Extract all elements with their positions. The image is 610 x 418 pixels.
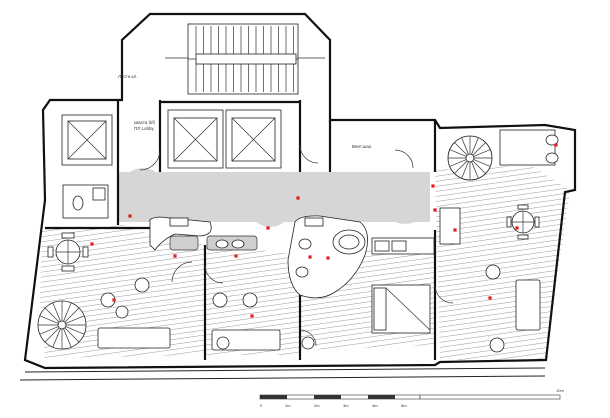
scale-label-1: 1m bbox=[285, 403, 291, 408]
alarm-marker bbox=[173, 254, 177, 258]
room-label-b: Лестн.кл. bbox=[118, 74, 137, 79]
alarm-marker bbox=[90, 242, 94, 246]
door-swings bbox=[139, 144, 454, 347]
bathroom-pod-left bbox=[149, 216, 258, 251]
stair-block bbox=[165, 23, 325, 95]
alarm-marker bbox=[431, 184, 435, 188]
scale-label-5: 5m bbox=[401, 403, 407, 408]
alarm-marker bbox=[433, 208, 437, 212]
alarm-marker bbox=[453, 228, 457, 232]
room-label-a: Шахта б/б bbox=[134, 120, 155, 125]
alarm-marker bbox=[266, 226, 270, 230]
alarm-marker bbox=[515, 226, 519, 230]
room-label-a2: ПЛ Lobby bbox=[134, 126, 154, 131]
scale-label-4: 4m bbox=[372, 403, 378, 408]
spiral-stair-left bbox=[37, 300, 87, 350]
bed bbox=[371, 284, 431, 334]
alarm-marker bbox=[296, 196, 300, 200]
alarm-marker bbox=[554, 143, 558, 147]
elevators bbox=[61, 109, 282, 169]
scale-label-end: 10m bbox=[556, 388, 564, 393]
alarm-marker bbox=[308, 255, 312, 259]
scale-bar: 0 1m 2m 3m 4m 5m 10m bbox=[259, 388, 564, 408]
scale-label-3: 3m bbox=[343, 403, 349, 408]
elevator-1 bbox=[61, 114, 113, 166]
corridor bbox=[118, 168, 430, 227]
kitchen-counters bbox=[371, 207, 461, 255]
room-label-c: Вент.шах. bbox=[352, 144, 372, 149]
spiral-stair-right bbox=[447, 135, 493, 181]
alarm-marker bbox=[234, 254, 238, 258]
room-labels: Шахта б/б ПЛ Lobby Лестн.кл. Вент.шах. bbox=[118, 74, 372, 149]
elevator-2 bbox=[167, 109, 224, 169]
elevator-3 bbox=[225, 109, 282, 169]
alarm-marker bbox=[112, 298, 116, 302]
alarm-marker bbox=[250, 314, 254, 318]
scale-label-0: 0 bbox=[260, 403, 263, 408]
outer-walls bbox=[19, 12, 577, 381]
armchairs bbox=[100, 264, 505, 353]
alarm-marker bbox=[326, 256, 330, 260]
scale-label-2: 2m bbox=[314, 403, 320, 408]
alarm-marker bbox=[488, 296, 492, 300]
fire-alarm-markers bbox=[90, 143, 558, 318]
dining-left bbox=[47, 232, 89, 272]
wc-right bbox=[499, 129, 559, 166]
wc-left bbox=[62, 184, 109, 219]
alarm-marker bbox=[128, 214, 132, 218]
